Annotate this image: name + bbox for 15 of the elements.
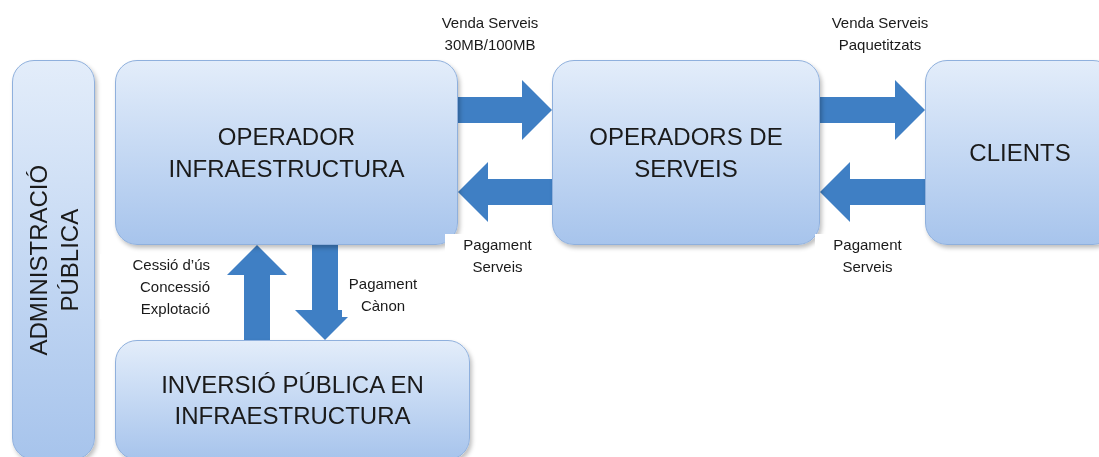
rounded-box xyxy=(552,60,820,245)
block-arrow xyxy=(820,162,925,222)
box-label: ADMINISTRACIÓ PÚBLICA xyxy=(23,163,84,358)
block-arrow xyxy=(458,80,552,140)
block-arrow xyxy=(820,80,925,140)
block-arrow xyxy=(227,245,287,340)
box-label: INVERSIÓ PÚBLICA EN INFRAESTRUCTURA xyxy=(160,369,425,431)
rounded-box xyxy=(925,60,1099,245)
box-label: CLIENTS xyxy=(968,137,1072,168)
block-arrow xyxy=(458,162,552,222)
rounded-box xyxy=(12,60,95,457)
rounded-box xyxy=(115,60,458,245)
box-label: OPERADOR INFRAESTRUCTURA xyxy=(167,122,406,184)
box-label: OPERADORS DE SERVEIS xyxy=(588,122,784,184)
rounded-box xyxy=(115,340,470,457)
